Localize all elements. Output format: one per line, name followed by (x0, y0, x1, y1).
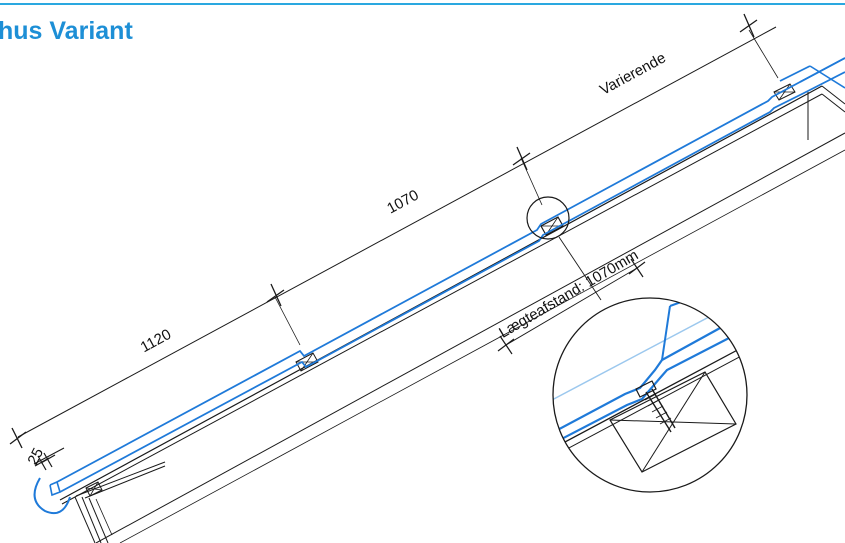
batten-3 (773, 83, 796, 101)
detail-marker-circle (526, 196, 570, 240)
rafter-structure (59, 85, 845, 543)
batten-spacing-label: Lægteafstand: 1070mm (496, 247, 641, 342)
eave-offset-dimension (33, 447, 65, 471)
batten-eave (85, 481, 103, 497)
detail-circle (552, 297, 748, 493)
detail-view (552, 297, 748, 493)
dimension-label-first-span: 1120 (138, 326, 174, 356)
dimension-tick-1 (266, 283, 285, 307)
page-title: hus Variant (0, 17, 133, 45)
dimension-label-second-span: 1070 (384, 187, 421, 218)
dimension-tick-end (739, 13, 758, 38)
detail-leader-line (558, 236, 602, 301)
dimension-tick-start (9, 427, 27, 449)
top-rule (0, 3, 845, 5)
batten-spacing-dimension (497, 258, 646, 355)
dimension-label-eave: 25 (24, 445, 47, 468)
dimension-line (9, 13, 779, 449)
dimension-tick-2 (512, 146, 531, 171)
screw (635, 380, 676, 433)
roof-sheet (33, 57, 845, 515)
